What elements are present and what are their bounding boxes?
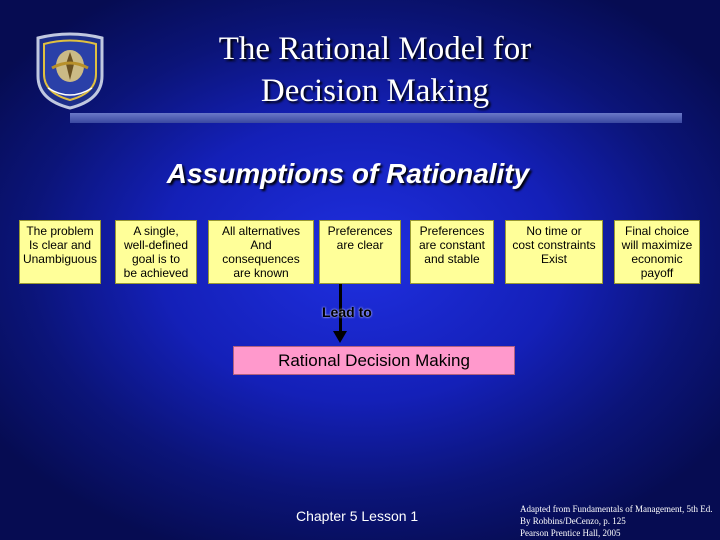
- assumption-2-line-3: goal is to: [131, 252, 181, 266]
- title-line-2: Decision Making: [260, 73, 490, 109]
- assumption-box-5: Preferences are constant and stable: [410, 220, 494, 284]
- title-underline-rule: [70, 113, 682, 123]
- assumption-4-line-2: are clear: [336, 238, 384, 252]
- connector-label: Lead to: [322, 304, 372, 320]
- assumption-box-6: No time or cost constraints Exist: [505, 220, 603, 284]
- credit-line-3: Pearson Prentice Hall, 2005: [520, 528, 621, 538]
- credit-line-1: Adapted from Fundamentals of Management,…: [520, 504, 713, 514]
- credit-line-2: By Robbins/DeCenzo, p. 125: [520, 516, 626, 526]
- air-force-shield-logo: [30, 30, 110, 110]
- assumption-2-line-2: well-defined: [123, 238, 189, 252]
- assumption-3-line-1: All alternatives: [221, 224, 301, 238]
- assumption-3-line-2: And: [250, 238, 272, 252]
- assumption-box-4: Preferences are clear: [319, 220, 401, 284]
- assumption-4-line-1: Preferences: [327, 224, 393, 238]
- assumption-5-line-3: and stable: [424, 252, 480, 266]
- assumption-3-line-4: are known: [233, 266, 289, 280]
- assumption-7-line-1: Final choice: [624, 224, 690, 238]
- assumptions-heading: Assumptions of Rationality: [166, 158, 530, 189]
- title-line-1: The Rational Model for: [218, 31, 532, 67]
- assumption-box-3: All alternatives And consequences are kn…: [208, 220, 314, 284]
- assumption-1-line-2: Is clear and: [28, 238, 92, 252]
- footer-chapter-label: Chapter 5 Lesson 1: [296, 508, 419, 524]
- assumption-3-line-3: consequences: [222, 252, 300, 266]
- assumption-5-line-1: Preferences: [419, 224, 485, 238]
- down-arrow-icon: [333, 331, 347, 343]
- assumption-2-line-4: be achieved: [123, 266, 189, 280]
- assumption-1-line-3: Unambiguous: [22, 252, 98, 266]
- assumption-7-line-3: economic: [631, 252, 683, 266]
- assumption-5-line-2: are constant: [418, 238, 486, 252]
- assumption-box-1: The problem Is clear and Unambiguous: [19, 220, 101, 284]
- assumption-box-2: A single, well-defined goal is to be ach…: [115, 220, 197, 284]
- assumption-box-7: Final choice will maximize economic payo…: [614, 220, 700, 284]
- result-box: Rational Decision Making: [233, 346, 515, 375]
- assumption-6-line-3: Exist: [540, 252, 567, 266]
- assumption-7-line-2: will maximize: [621, 238, 693, 252]
- assumption-2-line-1: A single,: [133, 224, 179, 238]
- footer-credit: Adapted from Fundamentals of Management,…: [520, 503, 720, 539]
- connector-line: [339, 284, 342, 332]
- assumption-6-line-1: No time or: [526, 224, 582, 238]
- assumption-7-line-4: payoff: [640, 266, 674, 280]
- slide-title: The Rational Model for Decision Making: [140, 28, 610, 112]
- assumption-6-line-2: cost constraints: [512, 238, 596, 252]
- assumption-1-line-1: The problem: [26, 224, 94, 238]
